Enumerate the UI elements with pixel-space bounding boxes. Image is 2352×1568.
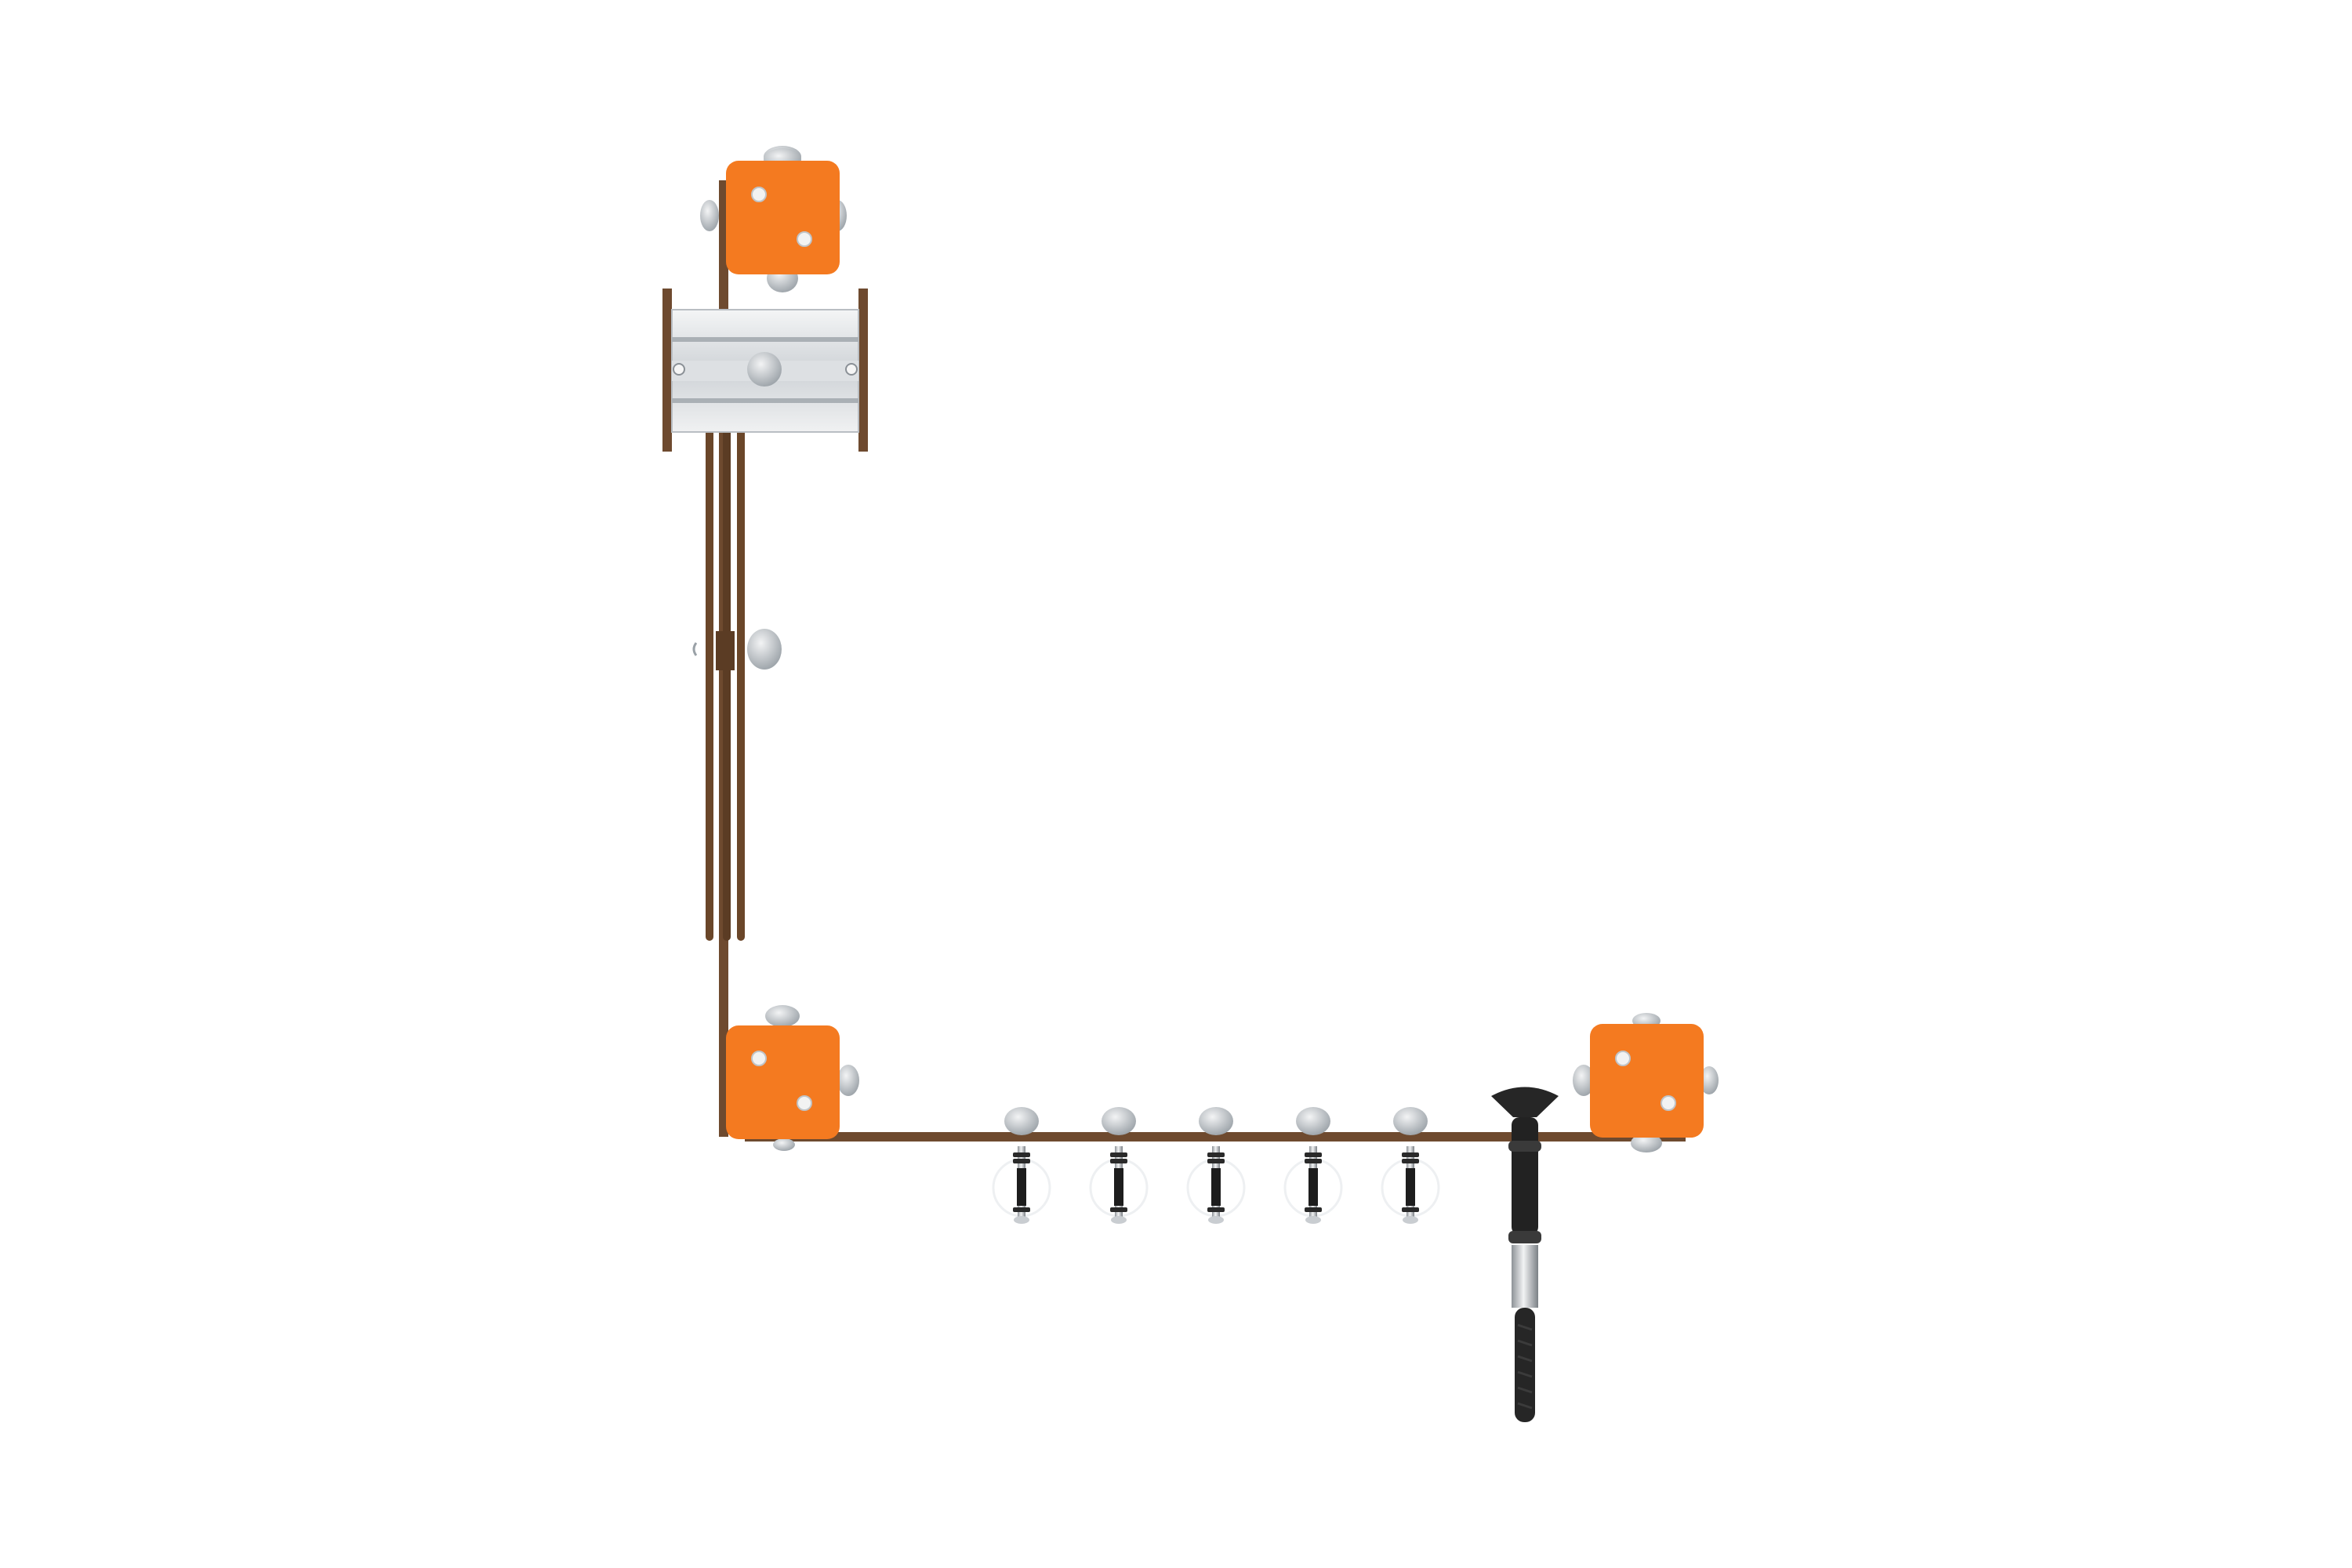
bolt-icon xyxy=(751,187,767,202)
corner-post-right xyxy=(1573,1013,1719,1152)
spring-peg xyxy=(992,1107,1051,1224)
spring-peg xyxy=(1186,1107,1246,1224)
bolt-icon xyxy=(1661,1095,1676,1111)
balance-pole xyxy=(1491,1087,1559,1422)
steel-roller-panel xyxy=(662,289,868,452)
climbing-hold xyxy=(692,629,782,670)
bolt-icon xyxy=(797,231,812,247)
spring-peg xyxy=(1089,1107,1149,1224)
roller-hub-icon xyxy=(747,352,782,387)
corner-post-top xyxy=(700,146,847,292)
horizontal-beam xyxy=(745,1132,1686,1142)
bolt-icon xyxy=(1615,1051,1631,1066)
spring-peg xyxy=(1381,1107,1440,1224)
spring-peg-row xyxy=(992,1107,1440,1224)
corner-post-left xyxy=(726,1005,859,1151)
spring-peg xyxy=(1283,1107,1343,1224)
bolt-icon xyxy=(797,1095,812,1111)
bolt-icon xyxy=(751,1051,767,1066)
